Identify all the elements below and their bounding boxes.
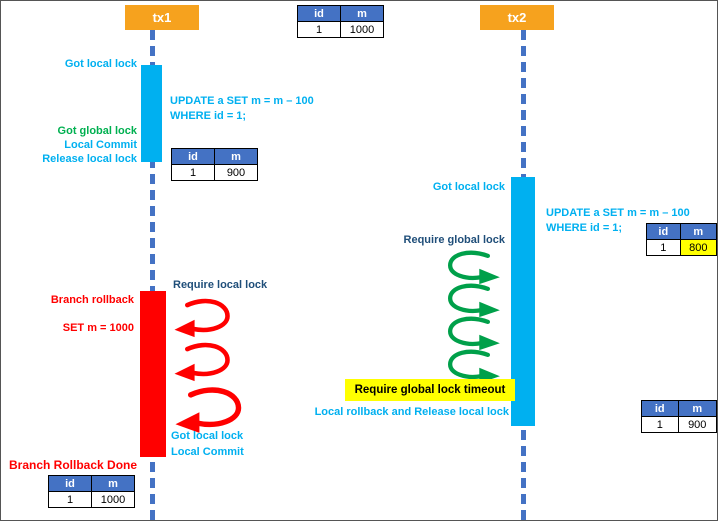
tx1-got-global-lock-label: Got global lock [57, 125, 137, 137]
red-loop-arrow-icon [175, 387, 242, 433]
table-cell-id: 1 [641, 416, 679, 433]
red-loop-arrow-icon [174, 298, 230, 338]
tx2-update-sql-line2: WHERE id = 1; [546, 221, 623, 234]
table-header-m: m [214, 148, 258, 165]
green-loop-arrow-icon [447, 316, 500, 351]
table-cell-id: 1 [646, 239, 681, 256]
tx2-require-global-lock-label: Require global lock [403, 234, 505, 246]
table-header-m: m [677, 400, 717, 417]
tx1-got-local-lock-again-label: Got local lock [171, 430, 244, 442]
tx1-update-sql: UPDATE a SET m = m – 100 WHERE id = 1; [170, 94, 314, 124]
green-loop-arrow-icon [447, 283, 500, 318]
tx1-local-commit-again-label: Local Commit [171, 446, 244, 458]
actor-tx1: tx1 [125, 5, 199, 30]
table-header-id: id [297, 5, 341, 22]
tx2-update-sql-line1: UPDATE a SET m = m – 100 [546, 207, 690, 219]
table-cell-id: 1 [48, 491, 92, 508]
table-cell-id: 1 [297, 21, 341, 38]
actor-tx2: tx2 [480, 5, 554, 30]
tx1-update-sql-line1: UPDATE a SET m = m – 100 [170, 95, 314, 107]
tx1-update-sql-line2: WHERE id = 1; [170, 109, 247, 122]
table-final-after-branch-rollback: id m 1 1000 [48, 475, 135, 508]
tx2-got-local-lock-label: Got local lock [432, 181, 505, 193]
tx2-local-rollback-release-label: Local rollback and Release local lock [314, 406, 509, 418]
table-cell-m: 1000 [91, 491, 135, 508]
tx1-set-m-1000-label: SET m = 1000 [62, 322, 134, 334]
table-tx2-undo-image: id m 1 800 [646, 223, 717, 256]
table-cell-m: 900 [677, 416, 717, 433]
tx2-activation-bar [511, 177, 535, 426]
tx2-update-sql: UPDATE a SET m = m – 100 WHERE id = 1; [546, 206, 690, 236]
table-header-id: id [48, 475, 92, 492]
tx1-branch-rollback-label: Branch rollback [50, 294, 134, 306]
table-header-id: id [171, 148, 215, 165]
tx1-require-local-lock-label: Require local lock [173, 279, 268, 291]
table-header-id: id [641, 400, 679, 417]
green-loop-arrow-icon [447, 250, 500, 285]
table-initial-state: id m 1 1000 [297, 5, 384, 38]
table-header-m: m [679, 223, 717, 240]
red-loop-arrow-icon [174, 342, 230, 382]
tx1-activation-bar [141, 65, 162, 162]
tx1-branch-rollback-bar [140, 291, 166, 457]
table-cell-m: 900 [214, 164, 258, 181]
tx1-release-local-lock-label: Release local lock [42, 153, 137, 165]
require-global-lock-timeout-badge: Require global lock timeout [345, 379, 515, 401]
table-header-id: id [646, 223, 681, 240]
table-cell-m: 1000 [340, 21, 384, 38]
table-tx1-after-commit: id m 1 900 [171, 148, 258, 181]
table-tx2-after-rollback: id m 1 900 [641, 400, 717, 433]
tx1-branch-rollback-done-label: Branch Rollback Done [9, 458, 138, 472]
table-header-m: m [340, 5, 384, 22]
tx1-local-commit-label: Local Commit [64, 139, 137, 151]
table-cell-id: 1 [171, 164, 215, 181]
tx1-lifeline [150, 30, 155, 520]
tx1-got-local-lock-label: Got local lock [64, 58, 137, 70]
table-cell-m-highlighted: 800 [679, 239, 717, 256]
table-header-m: m [91, 475, 135, 492]
